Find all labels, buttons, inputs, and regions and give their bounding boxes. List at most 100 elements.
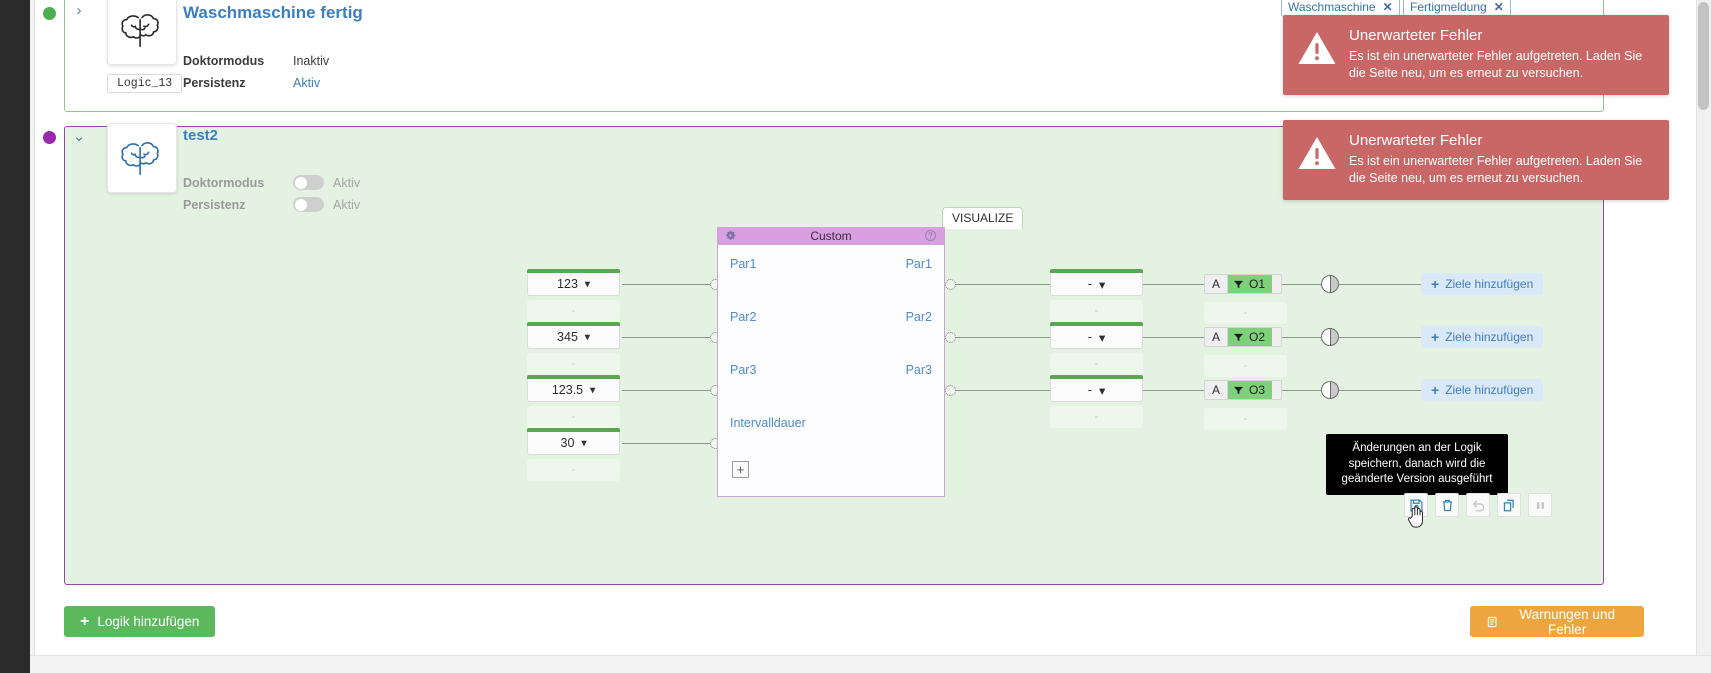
operator-node-subtitle: -: [1050, 353, 1143, 375]
add-logic-button[interactable]: + Logik hinzufügen: [64, 606, 216, 637]
contrast-half-circle-icon[interactable]: [1321, 381, 1339, 399]
edge-par1-in: [622, 284, 717, 285]
tag-waschmaschine[interactable]: Waschmaschine ✕: [1281, 0, 1400, 17]
output-badge-o3[interactable]: A O3: [1204, 380, 1283, 400]
custom-block-header[interactable]: Custom: [718, 227, 944, 245]
save-tooltip: Änderungen an der Logik speichern, danac…: [1326, 434, 1508, 501]
input-value-select[interactable]: 123.5 ▾: [527, 379, 620, 402]
card-expand-chevron[interactable]: ›: [76, 2, 82, 19]
add-parameter-button[interactable]: +: [732, 461, 749, 478]
warnings-errors-button[interactable]: Warnungen und Fehler: [1470, 606, 1644, 637]
logic-card-test2[interactable]: ⌄ test2 Doktormodus Aktiv Persistenz Akt…: [43, 123, 1605, 586]
add-targets-button-3[interactable]: + Ziele hinzufügen: [1421, 379, 1544, 401]
contrast-half-circle-icon[interactable]: [1321, 275, 1339, 293]
custom-input-label-par3: Par3: [730, 363, 757, 377]
chevron-down-icon: ▾: [584, 278, 590, 290]
add-logic-label: Logik hinzufügen: [97, 614, 200, 629]
tag-label: Waschmaschine: [1288, 0, 1376, 14]
input-value-text: 123.5: [551, 383, 584, 397]
output-badge-tail: [1272, 275, 1282, 293]
duplicate-button[interactable]: [1497, 493, 1521, 517]
status-dot-inactive: [43, 131, 56, 144]
card-collapse-chevron[interactable]: ⌄: [72, 128, 86, 145]
left-navigation-rail: [0, 0, 30, 673]
input-value-select[interactable]: 30 ▾: [527, 432, 620, 455]
persistence-toggle[interactable]: [293, 197, 324, 212]
port-par1-out[interactable]: [945, 279, 956, 290]
close-icon[interactable]: ✕: [1382, 0, 1393, 14]
input-value-text: 30: [560, 436, 575, 450]
input-node-3[interactable]: 123.5 ▾ -: [527, 375, 620, 428]
operator-node-1[interactable]: - ▾ -: [1050, 269, 1143, 322]
page-scrollbar-track[interactable]: [1696, 0, 1711, 673]
operator-select[interactable]: - ▾: [1050, 273, 1143, 296]
save-button[interactable]: [1404, 493, 1428, 517]
input-node-1[interactable]: 123 ▾ -: [527, 269, 620, 322]
plus-icon: +: [1431, 276, 1440, 292]
output-badge-value: O2: [1228, 328, 1273, 346]
chevron-down-icon: ▾: [1098, 330, 1106, 345]
warning-triangle-icon: [1297, 131, 1337, 187]
port-par3-out[interactable]: [945, 385, 956, 396]
port-par2-out[interactable]: [945, 332, 956, 343]
chevron-down-icon: ▾: [590, 384, 596, 396]
output-badge-letter: A: [1205, 328, 1228, 346]
add-targets-button-2[interactable]: + Ziele hinzufügen: [1421, 326, 1544, 348]
undo-button[interactable]: [1466, 493, 1490, 517]
operator-select[interactable]: - ▾: [1050, 326, 1143, 349]
error-toast-1[interactable]: Unerwarteter Fehler Es ist ein unerwarte…: [1283, 15, 1669, 95]
logic-flow-canvas[interactable]: 123 ▾ - 345 ▾ - 123.5: [65, 127, 1605, 586]
edge-contrast2-target: [1339, 337, 1421, 338]
edge-par3-in: [622, 390, 717, 391]
input-node-2[interactable]: 345 ▾ -: [527, 322, 620, 375]
input-value-text: 345: [557, 330, 578, 344]
edge-badge1-contrast: [1279, 284, 1321, 285]
card-title[interactable]: test2: [183, 127, 219, 144]
list-document-icon: [1487, 616, 1497, 627]
delete-button[interactable]: [1435, 493, 1459, 517]
input-node-4[interactable]: 30 ▾ -: [527, 428, 620, 481]
toast-body: Unerwarteter Fehler Es ist ein unerwarte…: [1349, 131, 1655, 187]
operator-node-2[interactable]: - ▾ -: [1050, 322, 1143, 375]
input-node-subtitle: -: [527, 459, 620, 481]
output-badge-o1[interactable]: A O1: [1204, 274, 1283, 294]
pause-button[interactable]: [1528, 493, 1552, 517]
funnel-icon: [1233, 280, 1244, 288]
rail-divider: [30, 0, 35, 673]
input-value-select[interactable]: 345 ▾: [527, 326, 620, 349]
custom-logic-block[interactable]: Custom Par1 Par2 Par3 Interval: [717, 227, 945, 497]
edge-op2-badge: [1142, 337, 1204, 338]
add-targets-label: Ziele hinzufügen: [1445, 330, 1534, 344]
edge-par2-out: [953, 337, 1050, 338]
status-dot-active: [43, 7, 56, 20]
input-node-subtitle: -: [527, 353, 620, 375]
toast-body: Unerwarteter Fehler Es ist ein unerwarte…: [1349, 26, 1655, 82]
operator-select[interactable]: - ▾: [1050, 379, 1143, 402]
chevron-down-icon: ▾: [581, 437, 587, 449]
persistence-value[interactable]: Aktiv: [293, 76, 321, 90]
error-toast-2[interactable]: Unerwarteter Fehler Es ist ein unerwarte…: [1283, 120, 1669, 200]
operator-value-text: -: [1087, 277, 1092, 291]
page-scrollbar-thumb[interactable]: [1698, 2, 1709, 110]
card-title[interactable]: Waschmaschine fertig: [183, 3, 363, 22]
contrast-half-circle-icon[interactable]: [1321, 328, 1339, 346]
plus-icon: +: [80, 612, 90, 630]
output-badge-o2[interactable]: A O2: [1204, 327, 1283, 347]
close-icon[interactable]: ✕: [1493, 0, 1504, 14]
pause-icon: [1536, 501, 1544, 509]
add-targets-button-1[interactable]: + Ziele hinzufügen: [1421, 273, 1544, 295]
custom-output-label-par3: Par3: [905, 363, 932, 377]
chevron-down-icon: ▾: [584, 331, 590, 343]
output-badge-name: O1: [1249, 277, 1266, 291]
toast-message: Es ist ein unerwarteter Fehler aufgetret…: [1349, 154, 1643, 185]
tab-visualize[interactable]: VISUALIZE: [942, 207, 1024, 229]
copy-icon: [1503, 499, 1514, 511]
operator-node-3[interactable]: - ▾ -: [1050, 375, 1143, 428]
custom-input-label-par2: Par2: [730, 310, 757, 324]
doctor-mode-toggle[interactable]: [293, 175, 324, 190]
custom-input-label-intervalldauer: Intervalldauer: [730, 416, 806, 430]
input-value-select[interactable]: 123 ▾: [527, 273, 620, 296]
gear-icon[interactable]: [724, 229, 737, 242]
brain-icon: [107, 123, 177, 193]
question-circle-icon[interactable]: [924, 229, 937, 242]
